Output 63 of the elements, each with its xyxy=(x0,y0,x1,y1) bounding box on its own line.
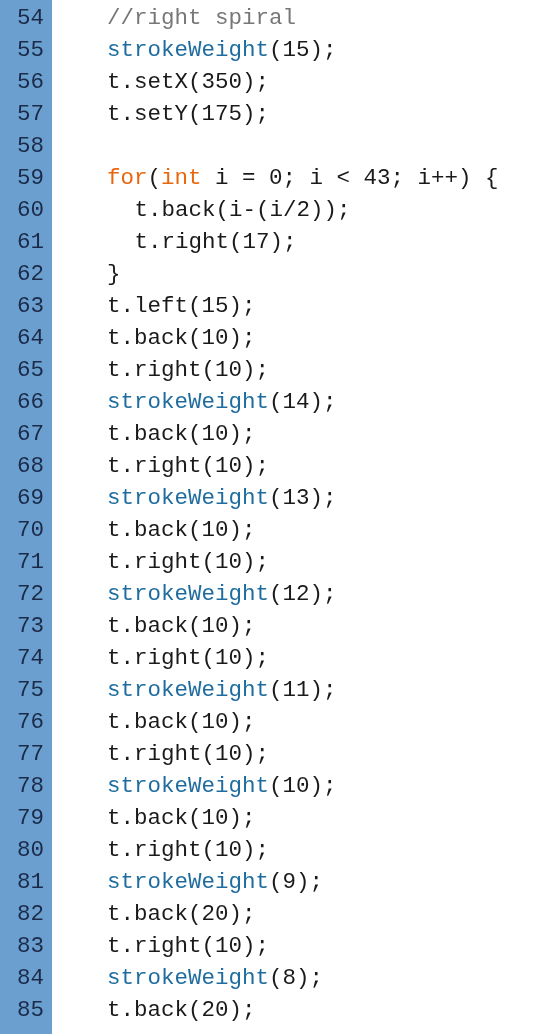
code-line: strokeWeight(13); xyxy=(107,484,337,513)
line-number: 60 xyxy=(16,196,44,225)
line-number: 68 xyxy=(16,452,44,481)
code-line: t.back(10); xyxy=(107,324,256,353)
code-line: t.right(10); xyxy=(107,548,270,577)
line-number: 58 xyxy=(16,132,44,161)
line-number: 85 xyxy=(16,996,44,1025)
code-line: t.back(i-(i/2)); xyxy=(134,196,351,225)
code-line: t.right(10); xyxy=(107,452,270,481)
line-number: 63 xyxy=(16,292,44,321)
code-line: t.right(10); xyxy=(107,740,270,769)
code-line: strokeWeight(14); xyxy=(107,388,337,417)
line-number: 73 xyxy=(16,612,44,641)
line-number: 61 xyxy=(16,228,44,257)
code-line: t.back(10); xyxy=(107,804,256,833)
line-number: 64 xyxy=(16,324,44,353)
line-number: 79 xyxy=(16,804,44,833)
code-line: t.right(10); xyxy=(107,836,270,865)
code-line: t.back(10); xyxy=(107,612,256,641)
code-line: t.right(17); xyxy=(134,228,297,257)
code-line: strokeWeight(10); xyxy=(107,772,337,801)
code-line: strokeWeight(15); xyxy=(107,36,337,65)
code-line: t.right(10); xyxy=(107,644,270,673)
code-line: t.setX(350); xyxy=(107,68,270,97)
code-line: t.right(10); xyxy=(107,356,270,385)
code-line: t.back(10); xyxy=(107,420,256,449)
code-line: strokeWeight(12); xyxy=(107,580,337,609)
line-number: 71 xyxy=(16,548,44,577)
line-number: 56 xyxy=(16,68,44,97)
line-number: 67 xyxy=(16,420,44,449)
code-line: } xyxy=(107,260,121,289)
line-number: 80 xyxy=(16,836,44,865)
code-line: strokeWeight(8); xyxy=(107,964,324,993)
line-number: 81 xyxy=(16,868,44,897)
code-line: strokeWeight(11); xyxy=(107,676,337,705)
line-number: 66 xyxy=(16,388,44,417)
code-line: t.back(10); xyxy=(107,516,256,545)
line-number: 77 xyxy=(16,740,44,769)
code-line: t.back(20); xyxy=(107,900,256,929)
code-line: strokeWeight(9); xyxy=(107,868,324,897)
line-number: 82 xyxy=(16,900,44,929)
code-line: t.back(10); xyxy=(107,708,256,737)
line-number: 83 xyxy=(16,932,44,961)
line-number: 57 xyxy=(16,100,44,129)
line-number: 62 xyxy=(16,260,44,289)
line-number: 78 xyxy=(16,772,44,801)
line-number: 69 xyxy=(16,484,44,513)
code-line: t.back(20); xyxy=(107,996,256,1025)
line-number: 84 xyxy=(16,964,44,993)
line-number: 70 xyxy=(16,516,44,545)
code-line: t.setY(175); xyxy=(107,100,270,129)
code-line: for(int i = 0; i < 43; i++) { xyxy=(107,164,499,193)
line-number: 54 xyxy=(16,4,44,33)
line-number: 74 xyxy=(16,644,44,673)
line-number: 65 xyxy=(16,356,44,385)
line-number: 59 xyxy=(16,164,44,193)
line-number: 72 xyxy=(16,580,44,609)
code-line: t.left(15); xyxy=(107,292,256,321)
line-number: 76 xyxy=(16,708,44,737)
code-line: t.right(10); xyxy=(107,932,270,961)
line-number: 75 xyxy=(16,676,44,705)
line-number: 55 xyxy=(16,36,44,65)
code-comment: //right spiral xyxy=(107,4,297,33)
